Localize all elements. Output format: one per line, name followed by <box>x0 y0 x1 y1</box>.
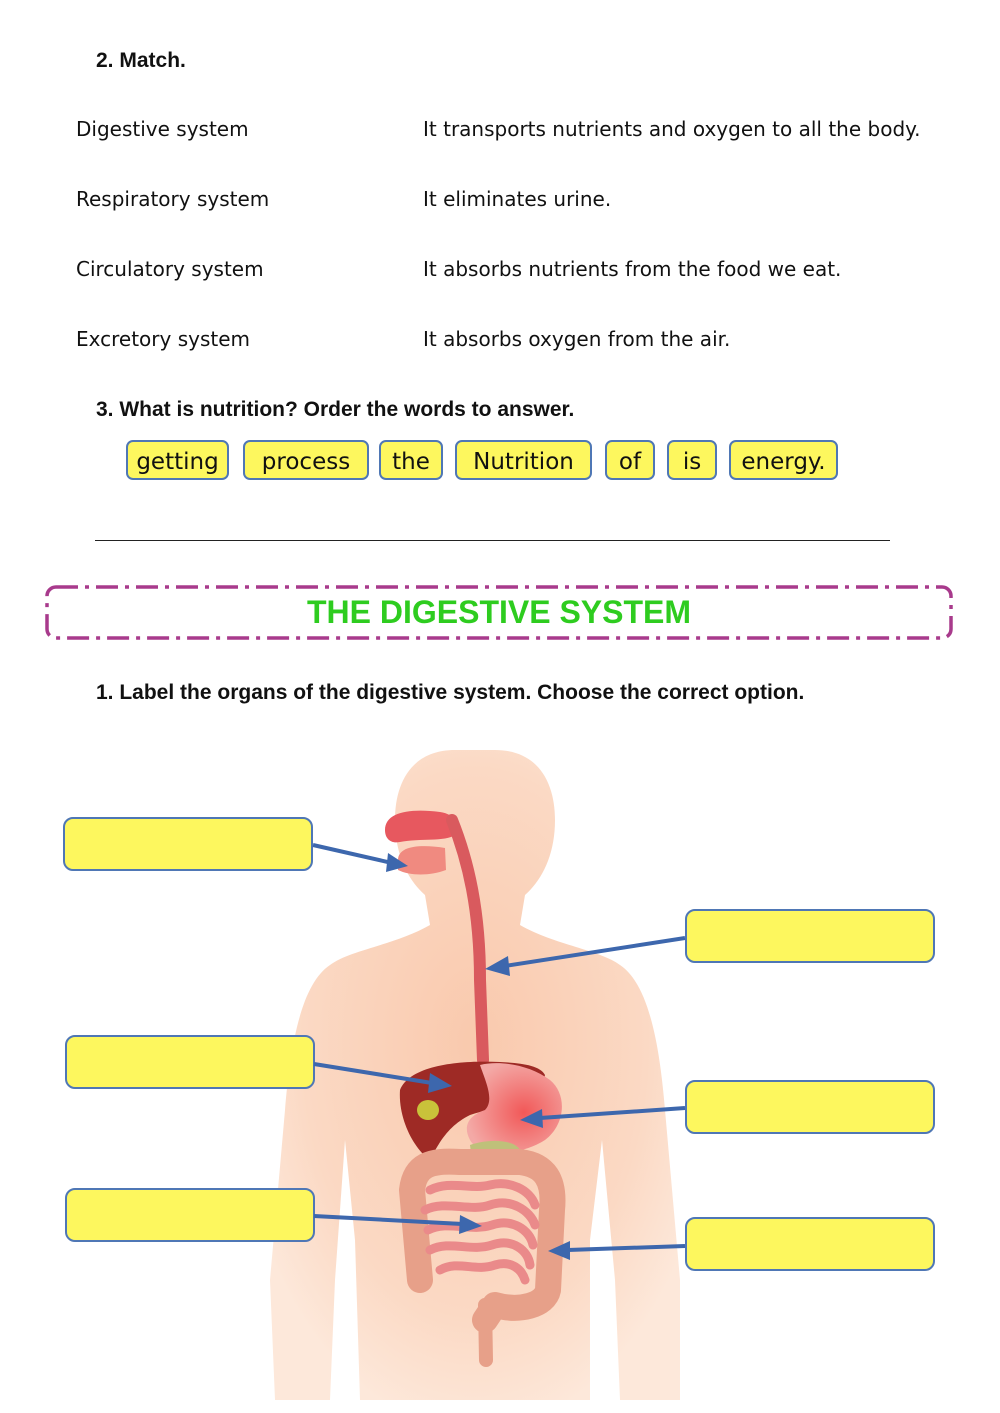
arrowhead-liver <box>428 1073 452 1093</box>
word-chip-the[interactable]: the <box>379 440 443 480</box>
label-box-small-intestine[interactable] <box>65 1188 315 1242</box>
label-box-esophagus[interactable] <box>685 909 935 963</box>
arrowhead-esophagus <box>485 956 510 976</box>
arrowhead-stomach <box>520 1109 543 1128</box>
arrow-to-small-intestine <box>313 1214 463 1226</box>
function-item-eliminates-urine[interactable]: It eliminates urine. <box>423 187 612 211</box>
function-item-absorbs-nutrients[interactable]: It absorbs nutrients from the food we ea… <box>423 257 842 281</box>
section-banner: THE DIGESTIVE SYSTEM <box>45 585 953 640</box>
word-chip-energy[interactable]: energy. <box>729 440 838 480</box>
word-chip-is[interactable]: is <box>667 440 717 480</box>
word-chip-process[interactable]: process <box>243 440 369 480</box>
system-item-excretory[interactable]: Excretory system <box>76 327 251 351</box>
label-box-mouth[interactable] <box>63 817 313 871</box>
match-heading: 2. Match. <box>96 49 186 72</box>
rectum-organ <box>478 1298 493 1367</box>
nutrition-heading: 3. What is nutrition? Order the words to… <box>96 398 575 421</box>
word-chip-nutrition[interactable]: Nutrition <box>455 440 592 480</box>
label-box-stomach[interactable] <box>685 1080 935 1134</box>
banner-dashed-border <box>45 585 953 640</box>
labeling-heading: 1. Label the organs of the digestive sys… <box>96 681 805 704</box>
system-item-circulatory[interactable]: Circulatory system <box>76 257 264 281</box>
label-box-liver[interactable] <box>65 1035 315 1089</box>
arrow-to-esophagus <box>504 936 686 968</box>
arrowhead-large-intestine <box>548 1241 570 1260</box>
arrow-to-mouth <box>312 843 393 865</box>
tongue-organ <box>398 846 446 875</box>
mouth-organ <box>385 810 457 843</box>
arrowhead-small-intestine <box>459 1215 482 1234</box>
function-item-absorbs-oxygen[interactable]: It absorbs oxygen from the air. <box>423 327 731 351</box>
gallbladder-organ <box>417 1100 439 1120</box>
system-item-respiratory[interactable]: Respiratory system <box>76 187 270 211</box>
digestive-system-figure <box>63 750 935 1400</box>
answer-line[interactable] <box>95 540 890 541</box>
arrow-to-stomach <box>539 1106 686 1120</box>
arrow-to-liver <box>313 1062 433 1085</box>
arrow-to-large-intestine <box>567 1244 686 1252</box>
function-item-transports[interactable]: It transports nutrients and oxygen to al… <box>423 117 921 141</box>
stomach-organ <box>466 1063 562 1153</box>
esophagus-organ <box>446 814 489 1066</box>
small-intestine-organ <box>420 1179 540 1285</box>
arrowhead-mouth <box>386 853 408 872</box>
banner-title: THE DIGESTIVE SYSTEM <box>306 594 692 630</box>
word-chip-getting[interactable]: getting <box>126 440 229 480</box>
large-intestine-organ <box>399 1148 566 1333</box>
word-chip-of[interactable]: of <box>605 440 655 480</box>
label-box-large-intestine[interactable] <box>685 1217 935 1271</box>
system-item-digestive[interactable]: Digestive system <box>76 117 249 141</box>
